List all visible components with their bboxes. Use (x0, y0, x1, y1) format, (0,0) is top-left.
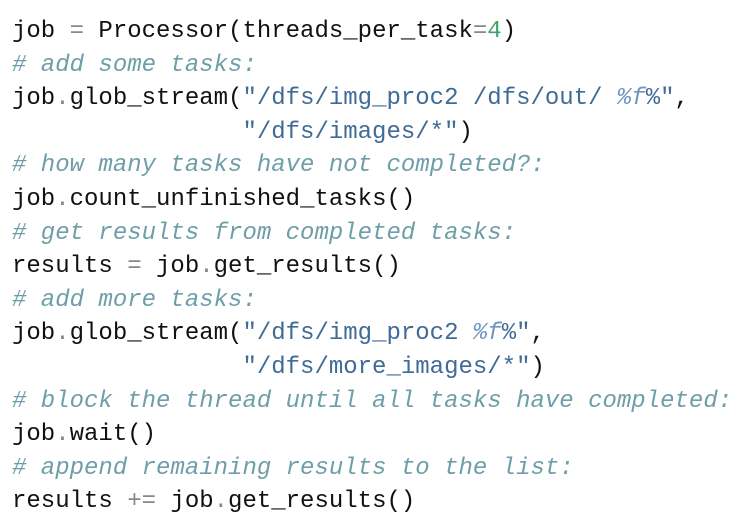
code-listing: job = Processor(threads_per_task=4)# add… (12, 15, 732, 519)
code-token-plain: glob_stream( (69, 85, 243, 113)
code-comment-line: # how many tasks have not completed?: (12, 149, 732, 183)
code-token-plain: ) (458, 118, 473, 146)
code-token-str: "/dfs/more_images/*" (242, 353, 531, 381)
code-token-plain: job (12, 421, 56, 449)
code-comment-line: # add more tasks: (12, 284, 732, 318)
code-token-str: "/dfs/img_proc2 (242, 320, 473, 348)
code-token-plain: wait() (69, 421, 157, 449)
code-line: "/dfs/images/*") (12, 116, 732, 150)
code-line: job.glob_stream("/dfs/img_proc2 %f%", (12, 317, 732, 351)
code-token-dot: . (213, 488, 229, 516)
code-token-plain: get_results() (228, 488, 416, 516)
code-token-plain: job (12, 85, 56, 113)
code-token-plain: ) (530, 353, 545, 381)
code-token-op: += (127, 488, 157, 516)
code-line: job.wait() (12, 418, 732, 452)
code-token-op: = (472, 18, 488, 45)
code-comment-line: # get results from completed tasks: (12, 217, 732, 251)
code-token-com: # how many tasks have not completed?: (12, 152, 545, 180)
code-token-str: "/dfs/images/*" (242, 118, 459, 146)
code-token-plain: Processor(threads_per_task (84, 18, 473, 45)
code-line: job.count_unfinished_tasks() (12, 183, 732, 217)
code-token-dot: . (199, 253, 214, 281)
code-comment-line: # append remaining results to the list: (12, 452, 732, 486)
code-token-dot: . (55, 185, 70, 213)
code-token-com: # block the thread until all tasks have … (12, 387, 733, 415)
code-token-op: = (127, 253, 142, 281)
code-token-plain: ) (501, 18, 517, 45)
code-token-com: # get results from completed tasks: (12, 219, 517, 247)
code-line: results = job.get_results() (12, 250, 732, 284)
code-token-plain (12, 354, 242, 381)
code-token-com: # append remaining results to the list: (12, 454, 574, 482)
code-token-dot: . (55, 421, 70, 449)
code-token-plain: , (530, 320, 545, 348)
code-token-com: # add more tasks: (12, 286, 257, 314)
code-token-plain: count_unfinished_tasks() (69, 185, 416, 213)
code-comment-line: # add some tasks: (12, 49, 732, 83)
code-token-plain: , (674, 85, 689, 113)
code-token-plain: job (12, 185, 56, 213)
code-token-plain: job (12, 18, 70, 45)
code-token-plain: get_results() (213, 253, 401, 281)
code-token-op: = (69, 18, 85, 45)
code-token-str: "/dfs/img_proc2 /dfs/out/ (242, 85, 617, 113)
code-token-str: %" (501, 320, 531, 348)
code-token-plain: results (12, 488, 128, 516)
code-token-num: 4 (487, 18, 502, 45)
code-token-com: # add some tasks: (12, 51, 257, 79)
code-token-fmt: %f (616, 85, 646, 113)
code-token-str: %" (645, 85, 675, 113)
code-token-plain (12, 119, 242, 146)
code-line: "/dfs/more_images/*") (12, 351, 732, 385)
code-token-fmt: %f (472, 320, 502, 348)
code-line: job = Processor(threads_per_task=4) (12, 15, 732, 49)
code-token-plain: results (12, 253, 128, 281)
code-token-dot: . (55, 85, 70, 113)
code-line: results += job.get_results() (12, 485, 732, 519)
code-token-plain: job (141, 253, 200, 281)
code-token-plain: job (156, 488, 214, 516)
code-comment-line: # block the thread until all tasks have … (12, 385, 732, 419)
code-token-plain: glob_stream( (69, 320, 243, 348)
code-line: job.glob_stream("/dfs/img_proc2 /dfs/out… (12, 82, 732, 116)
code-token-dot: . (55, 320, 70, 348)
code-token-plain: job (12, 320, 56, 348)
